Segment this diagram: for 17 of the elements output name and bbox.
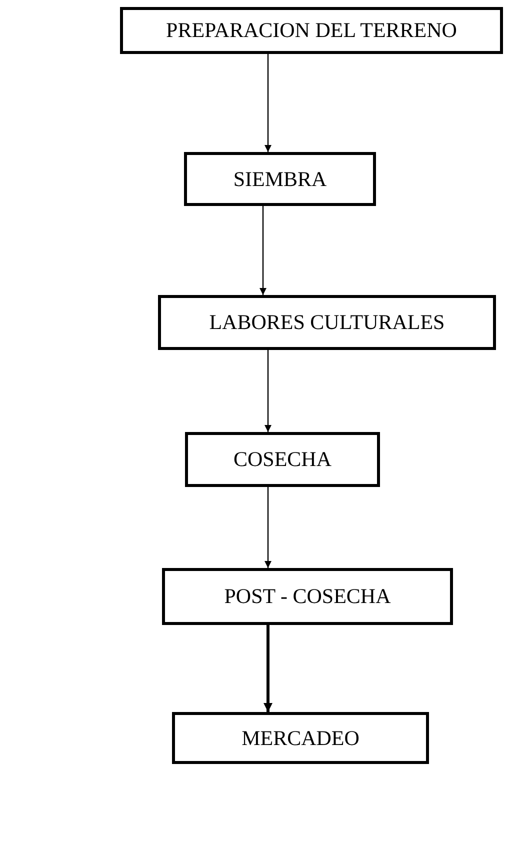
- step-label: PREPARACION DEL TERRENO: [166, 18, 457, 43]
- arrow: [264, 350, 272, 432]
- process-box: [172, 712, 429, 764]
- arrow: [264, 487, 272, 568]
- arrow: [264, 625, 272, 712]
- step-label: POST - COSECHA: [224, 584, 391, 609]
- step-label: MERCADEO: [242, 726, 360, 750]
- process-box: [185, 432, 380, 487]
- step-label: LABORES CULTURALES: [209, 310, 445, 335]
- arrow: [264, 54, 272, 152]
- process-box: [158, 295, 496, 350]
- process-box: [120, 7, 503, 54]
- step-label: SIEMBRA: [233, 166, 327, 192]
- process-box: [162, 568, 453, 625]
- step-label: COSECHA: [233, 447, 332, 472]
- arrow: [260, 206, 266, 295]
- process-box: [184, 152, 376, 206]
